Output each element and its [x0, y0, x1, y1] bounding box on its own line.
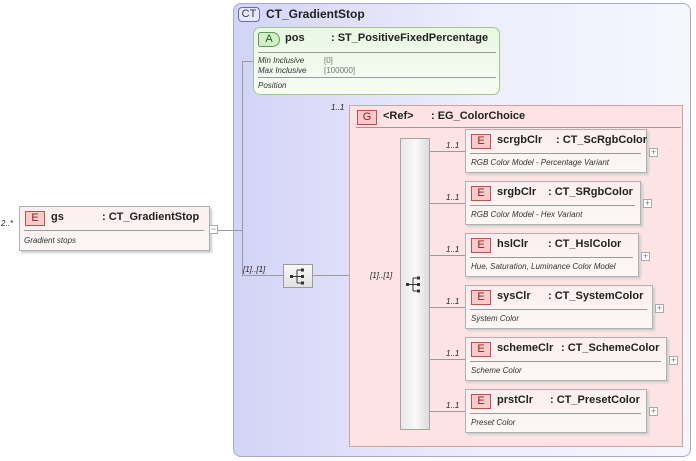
element-separator	[470, 309, 647, 310]
element-doc: Scheme Color	[471, 366, 522, 375]
root-element-doc: Gradient stops	[24, 236, 77, 245]
child-connector-6	[430, 411, 465, 412]
sequence-cardinality: [1]..[1]	[243, 265, 266, 274]
facet-label-max: Max Inclusive	[258, 66, 307, 75]
attribute-connector	[242, 61, 253, 62]
attribute-doc: Position	[258, 81, 287, 90]
group-ref: <Ref>	[383, 110, 414, 122]
child-cardinality: 1..1	[446, 193, 460, 202]
group-tag: G	[357, 110, 377, 125]
expand-icon[interactable]: +	[669, 355, 678, 365]
element-type: : CT_HslColor	[548, 238, 622, 250]
expand-icon[interactable]: +	[649, 406, 658, 416]
attribute-box[interactable]	[253, 27, 500, 95]
element-separator	[470, 257, 633, 258]
root-element-type: : CT_GradientStop	[102, 211, 200, 223]
element-name: srgbClr	[497, 186, 537, 198]
attribute-separator-2	[258, 77, 496, 78]
root-separator	[24, 230, 204, 231]
element-separator	[470, 413, 641, 414]
child-cardinality: 1..1	[446, 401, 460, 410]
child-connector-5	[430, 359, 465, 360]
element-type: : CT_PresetColor	[550, 394, 640, 406]
element-tag: E	[471, 342, 491, 357]
child-cardinality: 1..1	[446, 141, 460, 150]
element-tag: E	[471, 394, 491, 409]
element-type: : CT_SystemColor	[548, 290, 644, 302]
element-tag: E	[471, 186, 491, 201]
complex-type-title: CT_GradientStop	[266, 7, 365, 21]
attribute-tag: A	[258, 32, 280, 47]
vertical-connector	[242, 61, 243, 276]
group-connector-h	[313, 275, 350, 276]
child-cardinality: 1..1	[446, 349, 460, 358]
element-box-schemeclr[interactable]	[465, 337, 667, 381]
element-name: sysClr	[497, 290, 531, 302]
expand-icon[interactable]: +	[655, 303, 664, 313]
facet-label-min: Min Inclusive	[258, 56, 305, 65]
element-doc: Hue, Saturation, Luminance Color Model	[471, 262, 616, 271]
element-type: : CT_ScRgbColor	[556, 134, 648, 146]
element-doc: RGB Color Model - Percentage Variant	[471, 158, 609, 167]
expand-icon[interactable]: +	[643, 198, 652, 208]
root-element-name: gs	[51, 211, 64, 223]
element-tag: E	[471, 238, 491, 253]
complex-type-tag: CT	[238, 7, 260, 22]
attribute-separator	[258, 52, 496, 53]
element-name: hslClr	[497, 238, 529, 250]
element-separator	[470, 153, 641, 154]
element-separator	[470, 361, 661, 362]
facet-value-max: [100000]	[324, 66, 356, 75]
element-name: prstClr	[497, 394, 534, 406]
root-cardinality: 2..*	[1, 219, 14, 228]
sequence-symbol-icon	[290, 268, 304, 285]
element-box-scrgbclr[interactable]	[465, 129, 647, 173]
collapse-icon[interactable]: −	[209, 224, 218, 234]
group-cardinality: 1..1	[331, 103, 345, 112]
element-tag: E	[471, 134, 491, 149]
element-box-prstclr[interactable]	[465, 389, 647, 433]
child-cardinality: 1..1	[446, 297, 460, 306]
element-doc: System Color	[471, 314, 520, 323]
element-doc: RGB Color Model - Hex Variant	[471, 210, 583, 219]
attribute-name: pos	[285, 32, 305, 44]
element-separator	[470, 205, 635, 206]
group-separator	[356, 127, 681, 128]
element-box-hslclr[interactable]	[465, 233, 639, 277]
choice-cardinality: [1]..[1]	[370, 271, 393, 280]
element-name: scrgbClr	[497, 134, 543, 146]
element-type: : CT_SchemeColor	[561, 342, 660, 354]
element-name: schemeClr	[497, 342, 554, 354]
element-box-sysclr[interactable]	[465, 285, 653, 329]
child-connector-4	[430, 307, 465, 308]
child-cardinality: 1..1	[446, 245, 460, 254]
element-doc: Preset Color	[471, 418, 516, 427]
child-connector-2	[430, 203, 465, 204]
sequence-connector	[242, 275, 283, 276]
element-type: : CT_SRgbColor	[548, 186, 633, 198]
expand-icon[interactable]: +	[641, 251, 650, 261]
element-tag: E	[471, 290, 491, 305]
choice-icon	[406, 276, 420, 293]
sequence-icon[interactable]	[283, 264, 313, 288]
attribute-type: : ST_PositiveFixedPercentage	[331, 32, 489, 44]
root-connector	[210, 230, 243, 231]
child-connector-1	[430, 151, 465, 152]
facet-value-min: [0]	[324, 56, 333, 65]
element-box-srgbclr[interactable]	[465, 181, 641, 225]
group-name: : EG_ColorChoice	[431, 110, 526, 122]
expand-icon[interactable]: +	[649, 147, 658, 157]
child-connector-3	[430, 255, 465, 256]
root-element-tag: E	[25, 211, 45, 226]
